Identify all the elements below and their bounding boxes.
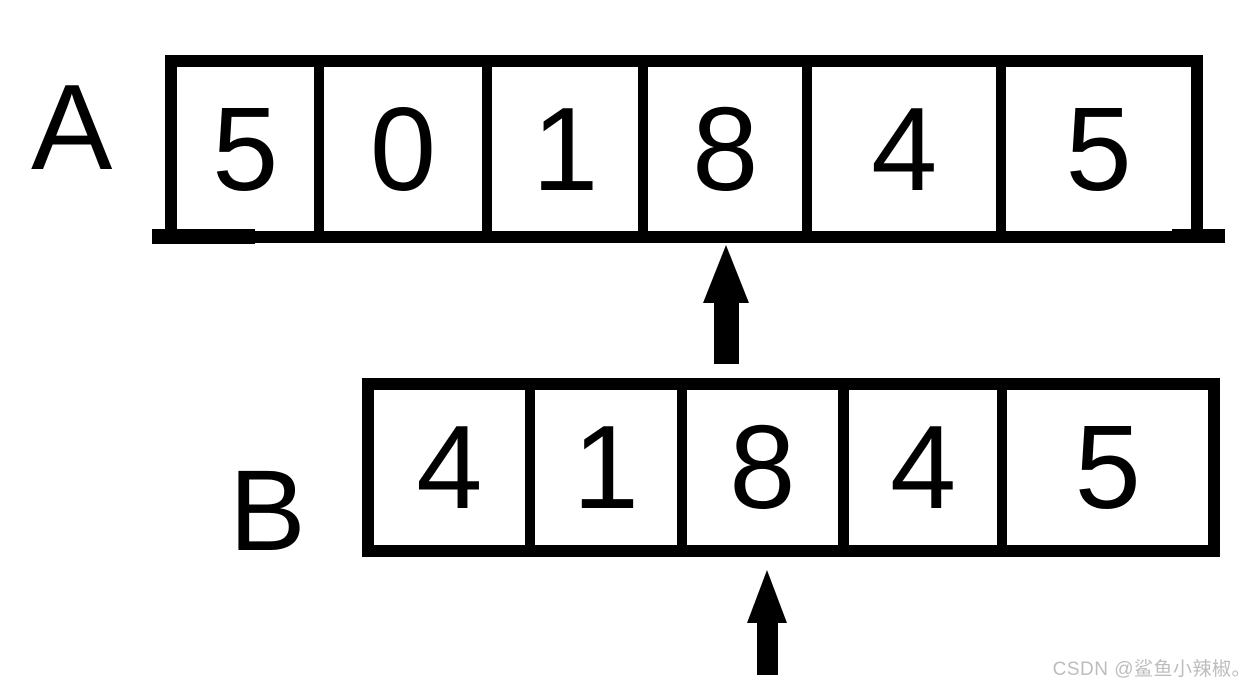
watermark-text: CSDN @鲨鱼小辣椒。 [1052, 659, 1251, 680]
arrow-shaft [713, 303, 739, 364]
array-b-box: 4 1 8 4 5 [362, 378, 1220, 557]
array-b-cell-1: 1 [534, 390, 687, 545]
array-b-cell-2: 8 [686, 390, 849, 545]
arrow-head [747, 570, 787, 623]
hand-drawn-stroke [152, 229, 255, 244]
arrow-shaft [756, 623, 778, 675]
pointer-a-up-arrow-icon [703, 245, 749, 364]
array-a-cell-3: 8 [648, 67, 813, 231]
array-a-cell-5: 5 [1006, 67, 1192, 231]
array-b-label: B [229, 447, 306, 575]
array-b-cell-4: 5 [1007, 390, 1208, 545]
pointer-b-up-arrow-icon [747, 570, 787, 675]
array-a-cell-0: 5 [177, 67, 324, 231]
array-b-cell-3: 4 [848, 390, 1008, 545]
array-b-cell-0: 4 [374, 390, 535, 545]
array-a-label: A [31, 59, 113, 195]
array-a-cell-4: 4 [812, 67, 1007, 231]
array-a-box: 5 0 1 8 4 5 [165, 55, 1203, 243]
array-a-cell-2: 1 [492, 67, 649, 231]
array-a-cell-1: 0 [323, 67, 493, 231]
hand-drawn-stroke [1172, 229, 1225, 243]
arrow-head [703, 245, 749, 303]
